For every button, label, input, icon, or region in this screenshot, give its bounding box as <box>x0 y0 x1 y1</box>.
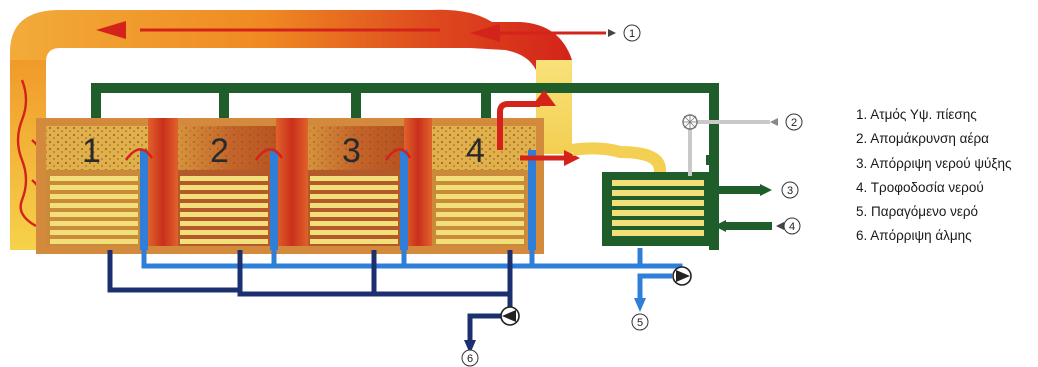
tube-row <box>50 194 138 199</box>
brine-pump-icon <box>501 307 519 325</box>
condenser-tube-row <box>612 230 704 236</box>
tube-row <box>436 212 524 217</box>
legend: 1. Ατμός Υψ. πίεσης 2. Απομάκρυνση αέρα … <box>856 103 1012 249</box>
tube-row <box>436 221 524 226</box>
separator-column <box>404 118 432 246</box>
product-water-pump-icon <box>673 267 691 285</box>
tube-row <box>50 185 138 190</box>
tube-row <box>310 185 398 190</box>
callout-number: 6 <box>467 353 473 365</box>
tube-row <box>310 221 398 226</box>
tube-row <box>50 212 138 217</box>
tube-row <box>180 176 268 181</box>
tube-row <box>436 230 524 235</box>
tube-row <box>180 203 268 208</box>
tube-row <box>180 194 268 199</box>
final-condenser <box>572 148 714 246</box>
tube-row <box>180 221 268 226</box>
callout-product-water: 5 <box>632 314 648 330</box>
callout-cooling-water-out: 3 <box>782 182 798 198</box>
air-removal-line <box>682 114 778 176</box>
condenser-tube-row <box>612 190 704 196</box>
condenser-water-lines <box>714 184 772 232</box>
tube-row <box>50 230 138 235</box>
stage-number-label: 3 <box>342 132 361 170</box>
callout-feed-water-in: 4 <box>776 218 800 234</box>
tube-row <box>50 239 138 244</box>
callout-number: 4 <box>789 221 795 233</box>
condenser-tube-row <box>612 180 704 186</box>
tube-row <box>436 185 524 190</box>
tube-row <box>310 230 398 235</box>
tube-row <box>310 194 398 199</box>
tube-row <box>310 239 398 244</box>
legend-item: 6. Απόρριψη άλμης <box>856 224 1012 248</box>
stage-number-label: 4 <box>466 132 485 170</box>
callout-steam-inlet: 1 <box>608 25 640 41</box>
callout-brine-discharge: 6 <box>462 350 478 366</box>
tube-row <box>180 239 268 244</box>
legend-item: 4. Τροφοδοσία νερού <box>856 176 1012 200</box>
tube-row <box>50 203 138 208</box>
tube-row <box>310 212 398 217</box>
tube-row <box>436 239 524 244</box>
callout-number: 5 <box>637 317 643 329</box>
tube-row <box>50 176 138 181</box>
separator-column <box>148 118 178 246</box>
product-water-outlet-arrow <box>634 298 646 312</box>
tube-row <box>180 230 268 235</box>
legend-item: 3. Απόρριψη νερού ψύξης <box>856 152 1012 176</box>
tube-row <box>180 212 268 217</box>
separator-column <box>276 118 308 246</box>
callout-number: 2 <box>791 117 797 129</box>
stage-number-label: 1 <box>82 132 101 170</box>
tube-row <box>436 203 524 208</box>
legend-item: 1. Ατμός Υψ. πίεσης <box>856 103 1012 127</box>
tube-row <box>436 176 524 181</box>
tube-row <box>310 203 398 208</box>
condenser-tube-row <box>612 200 704 206</box>
callout-number: 3 <box>787 185 793 197</box>
tube-row <box>436 194 524 199</box>
tube-row <box>310 176 398 181</box>
legend-item: 2. Απομάκρυνση αέρα <box>856 127 1012 151</box>
condenser-tube-row <box>612 210 704 216</box>
stage-number-label: 2 <box>210 132 229 170</box>
condenser-tube-row <box>612 220 704 226</box>
legend-item: 5. Παραγόμενο νερό <box>856 200 1012 224</box>
tube-row <box>180 185 268 190</box>
callout-air-removal: 2 <box>786 114 802 130</box>
callout-number: 1 <box>629 28 635 40</box>
tube-row <box>50 221 138 226</box>
